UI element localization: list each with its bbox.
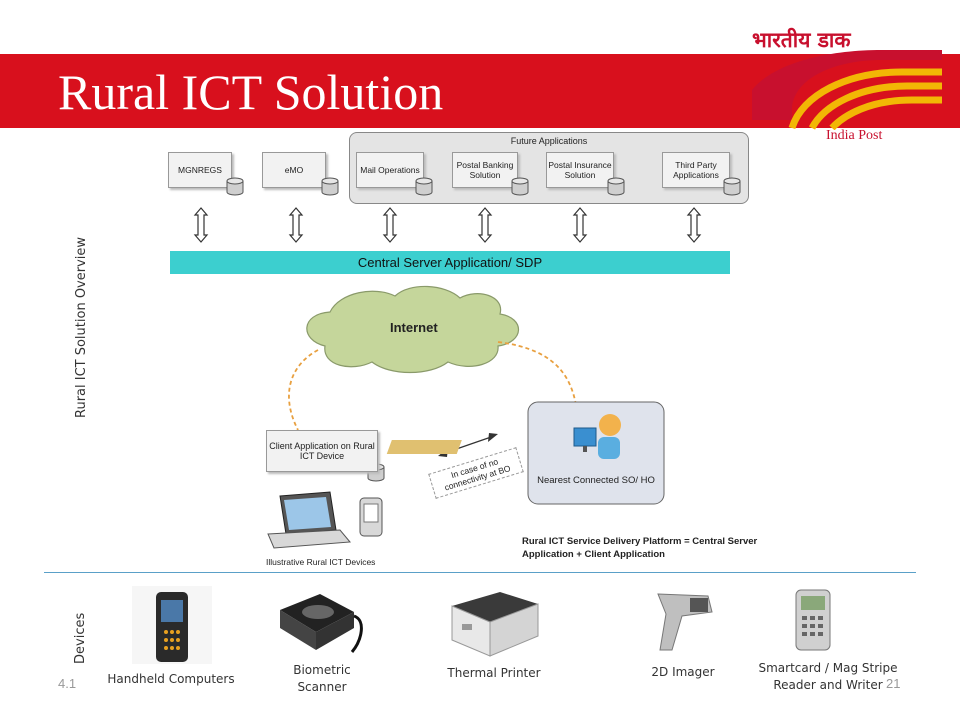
app-label: MGNREGS: [178, 165, 222, 175]
pda-icon: [359, 497, 383, 537]
app-box-mgnregs: MGNREGS: [168, 152, 232, 188]
app-label: Mail Operations: [360, 165, 420, 175]
device-label-thermal-printer: Thermal Printer: [447, 666, 541, 680]
internet-link-left: [288, 349, 319, 431]
app-label: eMO: [284, 165, 304, 175]
2d-imager-icon: [657, 593, 713, 651]
biometric-scanner-icon: [280, 594, 363, 653]
central-server-label: Central Server Application/ SDP: [357, 255, 543, 270]
logo-hindi-text: भारतीय डाक: [752, 28, 851, 52]
section-divider: [44, 572, 916, 573]
thermal-printer-icon: [451, 592, 539, 657]
india-post-logo-icon: [752, 50, 942, 130]
smartcard-reader-icon: [795, 589, 831, 651]
client-application-box: Client Application on Rural ICT Device: [266, 430, 378, 472]
slide-title: Rural ICT Solution: [58, 64, 444, 120]
handheld-computer-icon: [132, 586, 212, 664]
device-label-2d-imager: 2D Imager: [651, 665, 715, 679]
internet-cloud-icon: [306, 285, 519, 374]
app-label: Third Party Applications: [673, 160, 719, 180]
app-box-mail-operations: Mail Operations: [356, 152, 424, 188]
app-label: Postal Insurance Solution: [548, 160, 612, 180]
app-box-postal-insurance: Postal Insurance Solution: [546, 152, 614, 188]
office-worker-icon: [386, 414, 621, 459]
app-box-third-party: Third Party Applications: [662, 152, 730, 188]
devices-caption: Illustrative Rural ICT Devices: [266, 557, 376, 567]
page-number: 21: [886, 676, 901, 691]
logo-english-text: India Post: [826, 128, 883, 143]
internet-link-right: [497, 341, 579, 441]
internet-label: Internet: [390, 320, 438, 335]
app-label: Postal Banking Solution: [456, 160, 514, 180]
nearest-office-container: [527, 401, 665, 505]
platform-note: Rural ICT Service Delivery Platform = Ce…: [522, 536, 758, 560]
section-number: 4.1: [58, 676, 77, 691]
device-label-smartcard: Smartcard / Mag Stripe Reader and Writer: [758, 661, 898, 692]
device-label-handheld: Handheld Computers: [107, 672, 235, 686]
app-box-postal-banking: Postal Banking Solution: [452, 152, 518, 188]
central-server-bar: Central Server Application/ SDP: [170, 251, 730, 274]
laptop-icon: [267, 491, 352, 549]
device-label-biometric: Biometric Scanner: [293, 663, 351, 694]
app-box-emo: eMO: [262, 152, 326, 188]
client-application-label: Client Application on Rural ICT Device: [269, 441, 375, 461]
nearest-office-label: Nearest Connected SO/ HO: [537, 475, 655, 486]
future-applications-label: Future Applications: [510, 136, 588, 146]
